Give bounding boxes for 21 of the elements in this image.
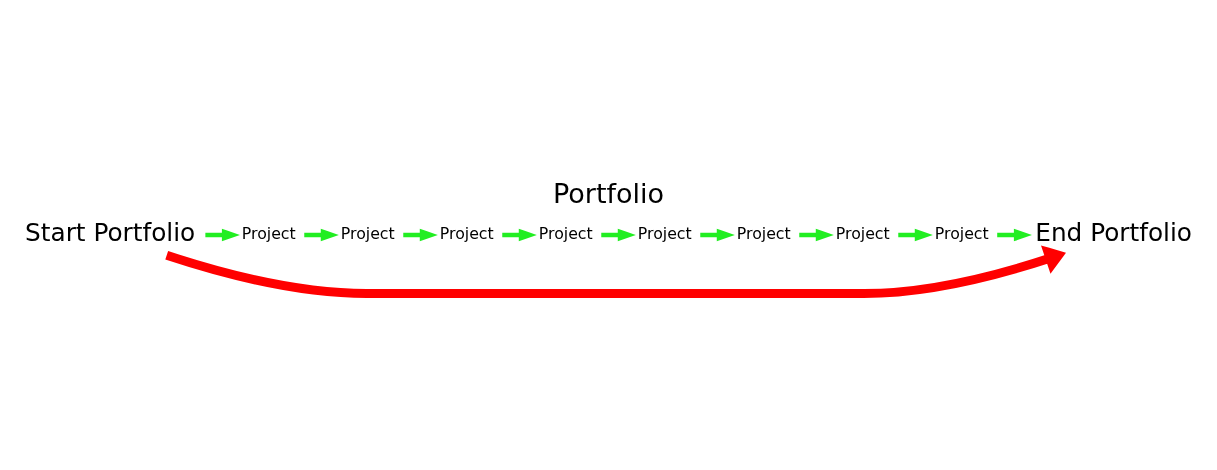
node-text: Project (637, 224, 692, 244)
node-text: End Portfolio (1035, 218, 1192, 248)
arrow (205, 228, 240, 242)
node-text: Start Portfolio (25, 218, 196, 248)
arrow (502, 228, 537, 242)
node-text: Project (835, 224, 890, 244)
diagram-title: Portfolio (552, 177, 665, 209)
arrow (165, 245, 1066, 298)
node-text: Project (538, 224, 593, 244)
arrow (997, 228, 1032, 242)
node-text: Project (934, 224, 989, 244)
arrow (403, 228, 438, 242)
arrow (799, 228, 834, 242)
arrow (601, 228, 636, 242)
node-text: Project (241, 224, 296, 244)
arrow (700, 228, 735, 242)
arrow (898, 228, 933, 242)
node-text: Project (736, 224, 791, 244)
arrow (304, 228, 339, 242)
node-text: Project (439, 224, 494, 244)
node-text: Project (340, 224, 395, 244)
